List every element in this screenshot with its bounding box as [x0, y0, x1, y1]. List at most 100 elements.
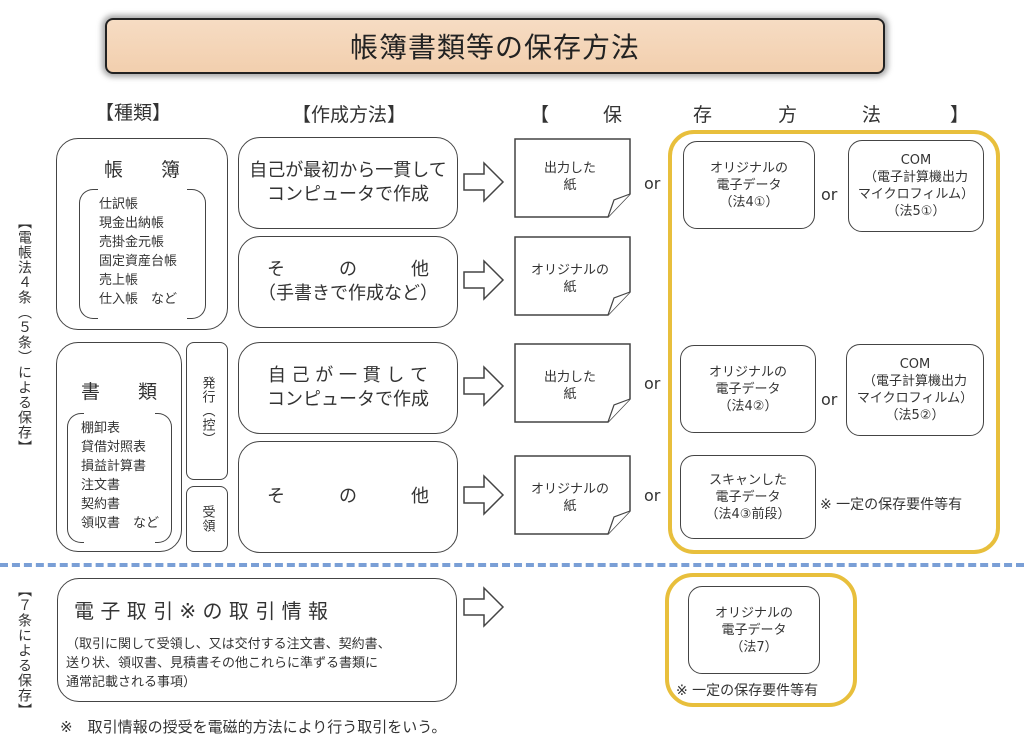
paper-icon [514, 455, 631, 535]
option-line: 電子データ [716, 177, 782, 193]
list-item: 売上帳 [99, 273, 139, 288]
option-line: （電子計算機出力 [863, 170, 968, 185]
method-line: 自己が最初から一貫して [249, 160, 447, 181]
header-kind: 【種類】 [95, 102, 172, 124]
option-line: オリジナルの [709, 160, 788, 176]
etransaction-desc: （取引に関して受領し、又は交付する注文書、契約書、 送り状、領収書、見積書その他… [66, 635, 391, 692]
paper-icon [514, 343, 631, 423]
requirement-note: ※ 一定の保存要件等有 [676, 683, 819, 699]
desc-line: 通常記載される事項） [66, 675, 197, 690]
option-line: スキャンした [708, 472, 787, 488]
left-bracket [79, 189, 98, 319]
option-line: （法4①） [719, 194, 779, 210]
option-line: 電子データ [715, 489, 781, 505]
list-item: 固定資産台帳 [99, 254, 178, 269]
documents-box: 書 類 棚卸表 貸借対照表 損益計算書 注文書 契約書 領収書 など [56, 342, 182, 552]
list-item: 仕入帳 など [99, 292, 178, 307]
method-box-1: 自己が最初から一貫して コンピュータで作成 [238, 137, 458, 229]
header-storage-4: 法 [862, 104, 882, 126]
etransaction-title: 電 子 取 引 ※ の 取 引 情 報 [74, 599, 328, 623]
method-box-3: 自 己 が 一 貫 し て コンピュータで作成 [238, 342, 458, 434]
arrow-right-icon [463, 474, 505, 516]
paper-1: 出力した紙 [514, 138, 632, 218]
paper-line: 紙 [563, 280, 577, 295]
or-label: or [644, 174, 661, 193]
received-box: 受領 [186, 486, 228, 552]
method-box-4: そ の 他 [238, 441, 458, 553]
scan-box-4-3: スキャンした 電子データ （法4③前段） [680, 455, 816, 539]
books-title: 帳 簿 [103, 159, 180, 181]
list-item: 仕訳帳 [99, 197, 139, 212]
option-line: マイクロフィルム） [856, 391, 974, 406]
right-bracket [187, 189, 206, 319]
books-list: 仕訳帳 現金出納帳 売掛金元帳 固定資産台帳 売上帳 仕入帳 など [99, 195, 177, 309]
arrow-right-icon [463, 259, 505, 301]
option-line: COM [900, 153, 932, 168]
side-label-article-7: 【７条による保存】 [16, 583, 32, 718]
or-label: or [821, 185, 838, 204]
e-data-box-4-2: オリジナルの 電子データ （法4②） [680, 345, 816, 433]
header-storage-open: 【 [530, 104, 550, 126]
list-item: 売掛金元帳 [99, 235, 165, 250]
footnote: ※ 取引情報の授受を電磁的方法により行う取引をいう。 [60, 718, 447, 736]
paper-line: 紙 [563, 499, 577, 514]
option-line: （法4②） [718, 398, 778, 414]
etransaction-box: 電 子 取 引 ※ の 取 引 情 報 （取引に関して受領し、又は交付する注文書… [57, 578, 457, 702]
com-box-5-2: COM （電子計算機出力 マイクロフィルム） （法5②） [846, 344, 984, 436]
paper-line: オリジナルの [530, 263, 609, 278]
side-label-article-4: 【電帳法４条（５条）による保存】 [16, 215, 32, 455]
header-storage-1: 保 [603, 104, 623, 126]
method-line: 自 己 が 一 貫 し て [267, 365, 429, 386]
requirement-note: ※ 一定の保存要件等有 [820, 497, 963, 513]
paper-line: 紙 [563, 387, 577, 402]
paper-2: オリジナルの紙 [514, 236, 632, 316]
option-line: （法4③前段） [705, 506, 791, 522]
documents-list: 棚卸表 貸借対照表 損益計算書 注文書 契約書 領収書 など [81, 419, 159, 533]
header-storage-close: 】 [950, 104, 970, 126]
paper-4: オリジナルの紙 [514, 455, 632, 535]
paper-label: 出力した紙 [514, 160, 626, 194]
paper-line: 出力した [543, 370, 596, 385]
header-storage-2: 存 [693, 104, 713, 126]
paper-label: オリジナルの紙 [514, 481, 626, 515]
paper-3: 出力した紙 [514, 343, 632, 423]
option-line: 電子データ [715, 381, 781, 397]
method-box-2: そ の 他 （手書きで作成など） [238, 236, 458, 328]
list-item: 損益計算書 [81, 459, 147, 474]
arrow-right-icon [463, 365, 505, 407]
title-text: 帳簿書類等の保存方法 [349, 31, 640, 64]
method-line: そ の 他 [267, 259, 429, 280]
option-line: 電子データ [721, 622, 787, 638]
section-divider [0, 563, 1024, 567]
issued-label: 発行（控） [199, 376, 215, 446]
option-line: （法7） [730, 639, 778, 655]
list-item: 契約書 [81, 497, 121, 512]
or-label: or [821, 390, 838, 409]
paper-line: 出力した [543, 161, 596, 176]
paper-label: 出力した紙 [514, 369, 626, 403]
paper-line: オリジナルの [530, 482, 609, 497]
option-line: マイクロフィルム） [857, 187, 975, 202]
paper-line: 紙 [563, 178, 577, 193]
option-line: （法5①） [886, 204, 946, 219]
paper-icon [514, 138, 631, 218]
header-storage-3: 方 [778, 104, 798, 126]
option-line: COM [899, 357, 931, 372]
option-line: オリジナルの [708, 364, 787, 380]
e-data-box-7: オリジナルの 電子データ （法7） [688, 586, 820, 674]
paper-icon [514, 236, 631, 316]
or-label: or [644, 374, 661, 393]
e-data-box-4-1: オリジナルの 電子データ （法4①） [683, 141, 815, 229]
list-item: 棚卸表 [81, 421, 121, 436]
option-line: （電子計算機出力 [862, 374, 967, 389]
method-line: コンピュータで作成 [267, 389, 429, 410]
option-line: オリジナルの [714, 605, 793, 621]
etransaction-storage-frame [665, 573, 857, 707]
list-item: 貸借対照表 [81, 440, 147, 455]
option-line: （法5②） [885, 408, 945, 423]
list-item: 現金出納帳 [99, 216, 165, 231]
electronic-storage-frame [668, 130, 1000, 554]
page-title: 帳簿書類等の保存方法 [105, 18, 885, 74]
desc-line: 送り状、領収書、見積書その他これらに準ずる書類に [66, 656, 379, 671]
com-box-5-1: COM （電子計算機出力 マイクロフィルム） （法5①） [848, 140, 984, 232]
